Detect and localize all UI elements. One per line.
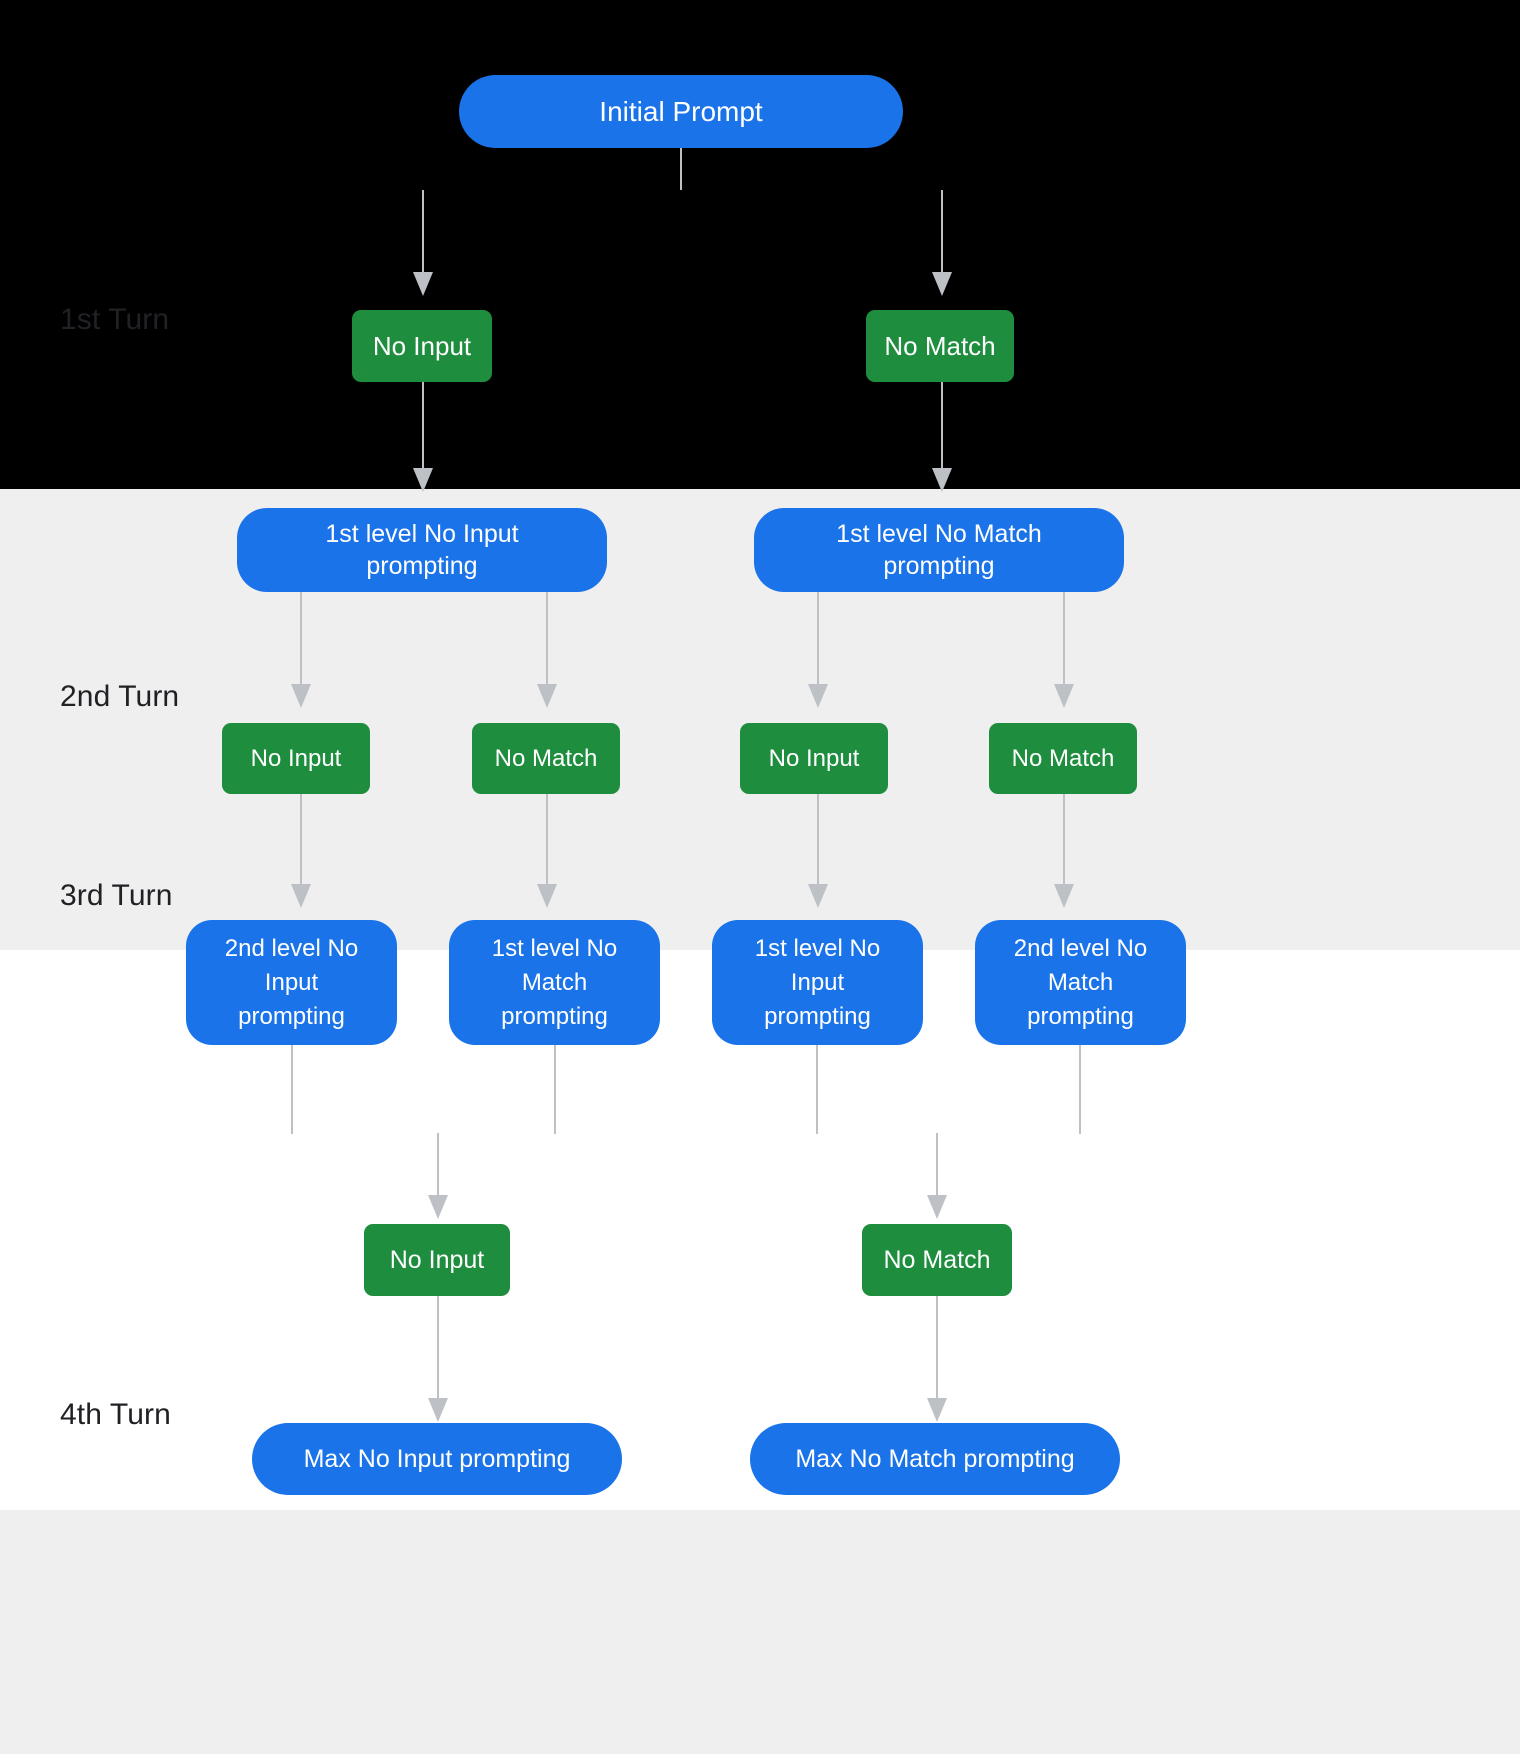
node-t3-no-input[interactable]: No Input [364, 1224, 510, 1296]
node-t2-no-input-b[interactable]: No Input [740, 723, 888, 794]
node-t2-no-input-a-label: No Input [250, 744, 342, 772]
connector-root-stem [680, 147, 682, 190]
turn-label-2nd: 2nd Turn [60, 680, 180, 713]
connector-root-to-no-input [422, 190, 424, 274]
connector-t2nm-b-to-t3 [1063, 794, 1065, 886]
node-t2-prompt-no-input[interactable]: 1st level No Input prompting [237, 508, 607, 592]
arrowhead-t1ni-to-t2prompt [413, 468, 433, 492]
connector-t3p2-drop [554, 1045, 556, 1134]
node-t2-no-match-a-label: No Match [494, 744, 598, 772]
connector-t2ni-a-to-t3 [300, 794, 302, 886]
band-1st-turn [0, 0, 1520, 489]
node-t4-max-no-input-label: Max No Input prompting [303, 1444, 571, 1473]
arrowhead-t2pr-to-ni [808, 684, 828, 708]
connector-bus-to-t3nm [936, 1133, 938, 1197]
connector-t3p1-drop [291, 1045, 293, 1134]
connector-t1nm-to-t2prompt [941, 382, 943, 470]
node-t2-no-match-a[interactable]: No Match [472, 723, 620, 794]
node-initial-prompt-label: Initial Prompt [599, 95, 763, 127]
node-t4-max-no-input[interactable]: Max No Input prompting [252, 1423, 622, 1495]
node-t1-no-input[interactable]: No Input [352, 310, 492, 382]
connector-root-to-no-match [941, 190, 943, 274]
turn-label-1st: 1st Turn [60, 303, 170, 336]
arrowhead-t3nm-to-max [927, 1398, 947, 1422]
node-t4-max-no-match-label: Max No Match prompting [795, 1444, 1075, 1473]
connector-t2pr-to-ni [817, 592, 819, 686]
node-initial-prompt[interactable]: Initial Prompt [459, 75, 903, 148]
node-t4-max-no-match[interactable]: Max No Match prompting [750, 1423, 1120, 1495]
connector-t1ni-to-t2prompt [422, 382, 424, 470]
node-t2-prompt-no-match[interactable]: 1st level No Match prompting [754, 508, 1124, 592]
node-t3-prompt-4-label: 2nd level No Match prompting [1013, 934, 1148, 1030]
connector-t2pl-to-ni [300, 592, 302, 686]
node-t3-prompt-3[interactable]: 1st level No Input prompting [712, 920, 923, 1045]
node-t3-no-input-label: No Input [389, 1245, 485, 1274]
arrowhead-t2nm-a-to-t3 [537, 884, 557, 908]
band-4th-turn [0, 1510, 1520, 1754]
connector-t2pl-to-nm [546, 592, 548, 686]
connector-t3ni-to-max [437, 1296, 439, 1400]
arrowhead-t2pl-to-ni [291, 684, 311, 708]
node-t2-no-input-a[interactable]: No Input [222, 723, 370, 794]
node-t2-no-match-b-label: No Match [1011, 744, 1115, 772]
node-t3-no-match[interactable]: No Match [862, 1224, 1012, 1296]
node-t3-prompt-2-label: 1st level No Match prompting [491, 934, 618, 1030]
arrowhead-t3ni-to-max [428, 1398, 448, 1422]
arrowhead-t2ni-a-to-t3 [291, 884, 311, 908]
connector-t2nm-a-to-t3 [546, 794, 548, 886]
arrowhead-root-to-no-match [932, 272, 952, 296]
connector-bus-to-t3ni [437, 1133, 439, 1197]
connector-t2pr-to-nm [1063, 592, 1065, 686]
connector-t3nm-to-max [936, 1296, 938, 1400]
node-t3-prompt-2[interactable]: 1st level No Match prompting [449, 920, 660, 1045]
arrowhead-bus-to-t3ni [428, 1195, 448, 1219]
arrowhead-t1nm-to-t2prompt [932, 468, 952, 492]
node-t1-no-match-label: No Match [884, 330, 996, 361]
arrowhead-bus-to-t3nm [927, 1195, 947, 1219]
node-t1-no-input-label: No Input [372, 330, 472, 361]
node-t2-prompt-no-match-label: 1st level No Match prompting [836, 520, 1042, 580]
turn-label-4th: 4th Turn [60, 1398, 171, 1431]
connector-t2ni-b-to-t3 [817, 794, 819, 886]
node-t3-prompt-1[interactable]: 2nd level No Input prompting [186, 920, 397, 1045]
arrowhead-t2ni-b-to-t3 [808, 884, 828, 908]
node-t1-no-match[interactable]: No Match [866, 310, 1014, 382]
arrowhead-t2pl-to-nm [537, 684, 557, 708]
node-t3-prompt-3-label: 1st level No Input prompting [754, 934, 881, 1030]
arrowhead-root-to-no-input [413, 272, 433, 296]
node-t3-prompt-4[interactable]: 2nd level No Match prompting [975, 920, 1186, 1045]
node-t2-no-input-b-label: No Input [768, 744, 860, 772]
node-t3-prompt-1-label: 2nd level No Input prompting [224, 934, 359, 1030]
node-t2-no-match-b[interactable]: No Match [989, 723, 1137, 794]
arrowhead-t2pr-to-nm [1054, 684, 1074, 708]
connector-t3p4-drop [1079, 1045, 1081, 1134]
connector-t3p3-drop [816, 1045, 818, 1134]
turn-label-3rd: 3rd Turn [60, 879, 173, 912]
node-t2-prompt-no-input-label: 1st level No Input prompting [325, 520, 519, 580]
arrowhead-t2nm-b-to-t3 [1054, 884, 1074, 908]
node-t3-no-match-label: No Match [883, 1245, 991, 1274]
